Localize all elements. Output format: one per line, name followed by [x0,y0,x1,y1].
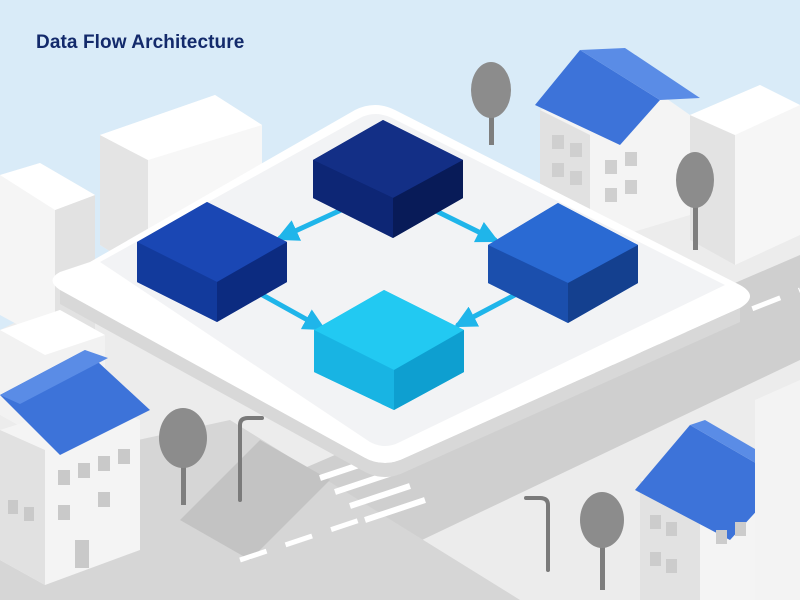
building-icon-4 [690,85,800,265]
tree-icon [471,62,511,145]
node-medium-blue [488,203,638,323]
tree-icon-2 [676,152,714,250]
building-icon-5 [755,380,800,600]
roof [535,50,660,145]
node-royal-blue [137,202,287,322]
road-branch [180,440,330,560]
street-lamp-icon [238,416,264,502]
tree-icon-4 [580,492,624,590]
node-cyan [314,290,464,410]
house-icon-2 [0,350,150,585]
node-dark-navy [313,120,463,238]
tree-icon-3 [159,408,207,505]
road-lane-marking-2 [239,517,361,563]
platform [52,105,750,477]
diagram-title: Data Flow Architecture [36,32,245,53]
street-lamp-icon-2 [524,496,550,572]
roof-3 [635,425,785,540]
